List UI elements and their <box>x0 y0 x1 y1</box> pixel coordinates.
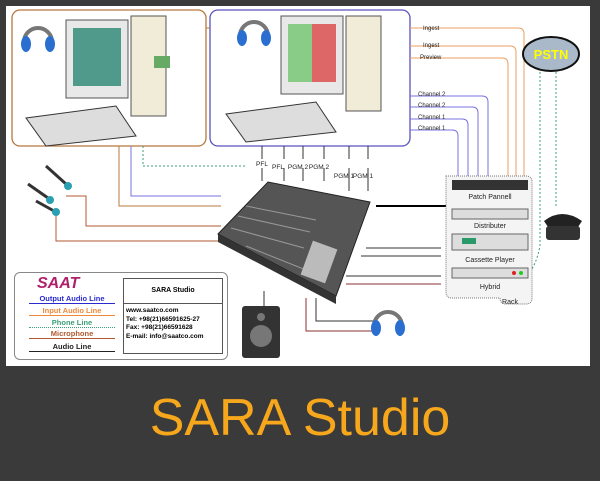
caption-title: SARA Studio <box>149 389 451 447</box>
rack-unit-label: Patch Pannell <box>468 194 512 201</box>
mixer-input-label: PGM 1 <box>334 173 355 180</box>
legend-phone-line: Phone Line <box>29 318 115 328</box>
signal-label: Preview <box>420 55 442 61</box>
mixer-input-label: PFL <box>272 164 284 171</box>
signal-label: Channel 2 <box>418 103 446 109</box>
contact-box: SARA Studio www.saatco.com Tel: +98(21)6… <box>123 278 223 354</box>
legend: SAAT Output Audio Line Input Audio Line … <box>14 272 228 360</box>
email-address[interactable]: E-mail: info@saatco.com <box>126 332 204 340</box>
pstn-label: PSTN <box>534 47 569 62</box>
pstn-cloud-icon: PSTN <box>522 36 580 72</box>
signal-label: Channel 1 <box>418 126 446 132</box>
headphones-icon <box>371 310 405 336</box>
phone-number: Tel: +98(21)66591625-27 <box>126 315 200 323</box>
signal-label: Channel 2 <box>418 92 446 98</box>
equipment-rack: Patch Pannell Distributer Cassette Playe… <box>445 175 533 306</box>
signal-label: Ingest <box>423 43 440 49</box>
legend-audio-line: Audio Line <box>29 342 115 352</box>
signal-label: Ingest <box>423 26 440 32</box>
telephone-icon <box>544 214 582 240</box>
signal-label: Channel 1 <box>418 115 446 121</box>
mixer-input-label: PGM 1 <box>353 173 374 180</box>
saat-logo: SAAT <box>37 275 80 292</box>
mixer-input-label: PGM 2 <box>288 164 309 171</box>
microphone-icon <box>44 164 72 190</box>
legend-microphone: Microphone <box>29 329 115 339</box>
mixer-input-label: PGM 2 <box>309 164 330 171</box>
studio-title: SARA Studio <box>124 279 222 304</box>
rack-unit-label: Cassette Player <box>465 257 515 264</box>
speaker-icon <box>242 306 280 358</box>
center-computer-icon <box>225 15 382 143</box>
microphone-icon <box>27 182 54 204</box>
center-workstation-box <box>209 9 411 147</box>
left-computer-icon <box>25 15 170 147</box>
headphones-icon <box>21 26 55 52</box>
studio-diagram: Ingest Ingest Preview Channel 2 Channel … <box>6 6 590 366</box>
audio-mixer-icon <box>217 181 371 304</box>
website-link[interactable]: www.saatco.com <box>126 307 179 314</box>
microphone-icon <box>35 199 60 216</box>
mixer-input-label: PFL <box>256 161 268 168</box>
rack-label: Rack <box>502 299 518 306</box>
headphones-icon <box>237 20 271 46</box>
rack-unit-label: Hybrid <box>480 284 500 291</box>
rack-unit-label: Distributer <box>474 223 507 230</box>
diagram-svg: Ingest Ingest Preview Channel 2 Channel … <box>11 9 582 358</box>
left-workstation-box <box>11 9 207 147</box>
legend-output-audio-line: Output Audio Line <box>29 294 115 304</box>
legend-input-audio-line: Input Audio Line <box>29 306 115 316</box>
fax-number: Fax: +98(21)66591628 <box>126 324 193 331</box>
